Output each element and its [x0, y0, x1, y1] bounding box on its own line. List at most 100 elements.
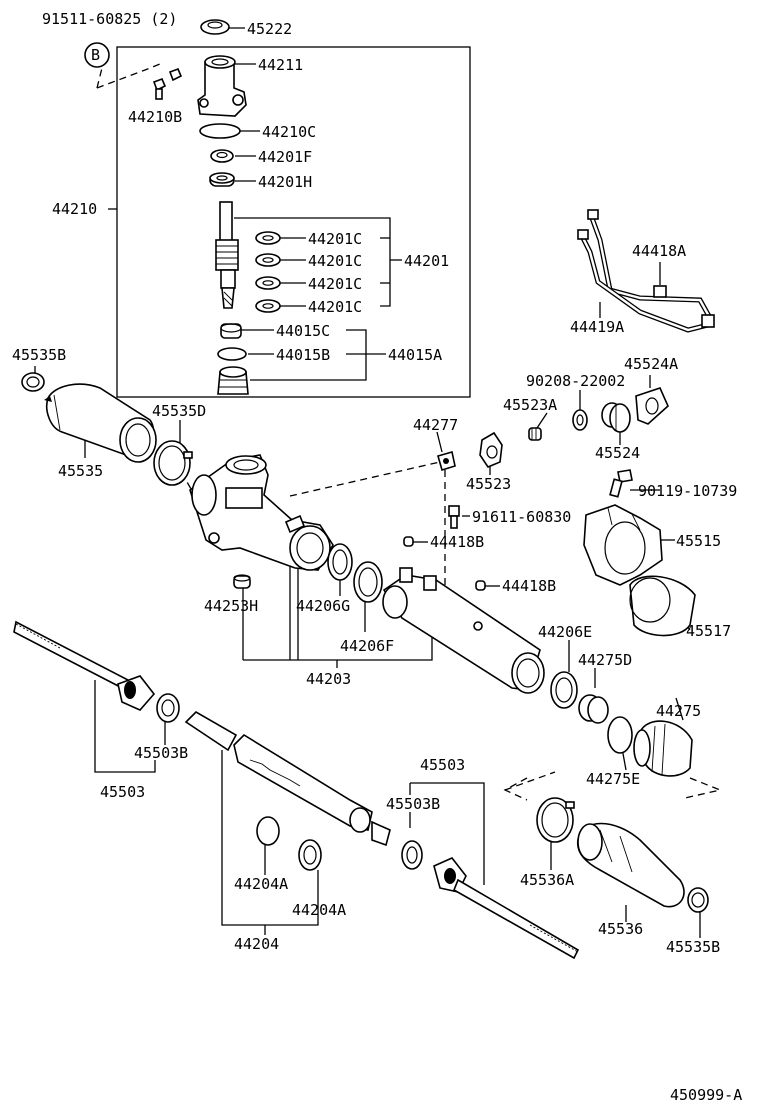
label-44204a-2: 44204A: [292, 901, 346, 919]
label-44419a: 44419A: [570, 318, 624, 336]
part-rack-housing: [189, 454, 334, 571]
part-44201h-bearing: [209, 172, 235, 187]
part-45517-mount-bushing: [629, 575, 696, 637]
part-rack-cylinder-tube: [382, 567, 545, 694]
part-44201c-seal-rings: [255, 231, 281, 313]
part-44275-end-cap: [633, 720, 693, 777]
label-44275d: 44275D: [578, 651, 632, 669]
label-44015c: 44015C: [276, 322, 330, 340]
part-44210c-o-ring: [199, 123, 241, 139]
label-44201c-1: 44201C: [308, 230, 362, 248]
label-44201h: 44201H: [258, 173, 312, 191]
part-45535-boot-left: [44, 383, 157, 463]
label-44210: 44210: [52, 200, 97, 218]
part-44206e-ring: [550, 671, 578, 709]
label-45535b-bottom: 45535B: [666, 938, 720, 956]
housing-subassembly-box: [116, 46, 471, 398]
label-45536a: 45536A: [520, 871, 574, 889]
part-45524a-bracket: [635, 387, 669, 425]
label-45503b-right: 45503B: [386, 795, 440, 813]
label-44015a: 44015A: [388, 346, 442, 364]
label-44201f: 44201F: [258, 148, 312, 166]
part-44204-rack-bar: [184, 711, 391, 847]
part-45524-grommet: [601, 402, 631, 433]
part-44418a-44419a-tubes: [577, 209, 715, 333]
label-90119: 90119-10739: [638, 482, 737, 500]
callout-b-letter: B: [91, 46, 100, 64]
label-45535: 45535: [58, 462, 103, 480]
label-44253h: 44253H: [204, 597, 258, 615]
label-45524a: 45524A: [624, 355, 678, 373]
part-45535b-clamp-left: [21, 372, 45, 392]
part-44015-seal-set: [217, 323, 249, 395]
part-45503-tie-rod-right: [433, 857, 580, 960]
part-44204a-seal-2: [298, 839, 322, 871]
label-45503-left: 45503: [100, 783, 145, 801]
part-pinion-valve-shaft: [215, 201, 239, 309]
label-44275: 44275: [656, 702, 701, 720]
part-44275e-o-ring: [607, 716, 633, 754]
part-45523a-bushing: [528, 427, 542, 441]
label-44206g: 44206G: [296, 597, 350, 615]
label-45503b-left: 45503B: [134, 744, 188, 762]
label-45535b-top: 45535B: [12, 346, 66, 364]
part-44204a-seal-1: [256, 816, 280, 846]
part-91611-bolt: [448, 505, 460, 529]
label-44206f: 44206F: [340, 637, 394, 655]
label-45536: 45536: [598, 920, 643, 938]
label-44418b-2: 44418B: [502, 577, 556, 595]
label-45222: 45222: [247, 20, 292, 38]
label-45524: 45524: [595, 444, 640, 462]
part-45503b-washer-right: [401, 840, 423, 870]
label-44206e: 44206E: [538, 623, 592, 641]
label-45517: 45517: [686, 622, 731, 640]
part-44418b-fitting-2: [475, 580, 486, 591]
label-44204: 44204: [234, 935, 279, 953]
part-45503-tie-rod-left: [13, 620, 156, 711]
part-44211-valve-housing: [197, 55, 247, 117]
part-44210b-bolts: [152, 67, 183, 100]
label-44201c-4: 44201C: [308, 298, 362, 316]
part-45503b-washer-left: [156, 693, 180, 723]
label-44210b: 44210B: [128, 108, 182, 126]
label-90208: 90208-22002: [526, 372, 625, 390]
callout-b-marker: B: [84, 42, 110, 68]
label-figure-id: 450999-A: [670, 1086, 742, 1104]
label-44201c-2: 44201C: [308, 252, 362, 270]
part-44253h-seal: [233, 574, 251, 589]
label-44211: 44211: [258, 56, 303, 74]
part-44277-plug: [437, 450, 456, 472]
part-44418b-fitting-1: [403, 536, 414, 547]
label-44015b: 44015B: [276, 346, 330, 364]
parts: [13, 19, 715, 960]
part-labels: 91511-60825 (2) 45222 44211 44210B 44210…: [12, 10, 742, 1104]
part-45535d-clamp: [153, 440, 193, 486]
label-44201c-3: 44201C: [308, 275, 362, 293]
part-90119-bolt: [609, 469, 633, 498]
label-45523a: 45523A: [503, 396, 557, 414]
label-45535d: 45535D: [152, 402, 206, 420]
part-45535b-clamp-right: [687, 887, 709, 913]
label-44201: 44201: [404, 252, 449, 270]
label-44277: 44277: [413, 416, 458, 434]
label-91611: 91611-60830: [472, 508, 571, 526]
part-44206f-ring: [353, 561, 383, 603]
label-45523: 45523: [466, 475, 511, 493]
part-45222-cap: [200, 19, 230, 35]
leader-lines: [34, 27, 723, 938]
part-45536a-clamp: [536, 797, 575, 843]
part-44206g-ring: [327, 543, 353, 581]
label-44204a-1: 44204A: [234, 875, 288, 893]
label-91511: 91511-60825 (2): [42, 10, 177, 28]
part-45523-bushing: [479, 431, 503, 468]
part-45536-boot-right: [576, 822, 685, 908]
part-90208-washer: [572, 409, 588, 431]
part-44201f-seal: [210, 149, 234, 163]
part-44275d-bushing: [578, 694, 609, 724]
label-44275e: 44275E: [586, 770, 640, 788]
label-44418a: 44418A: [632, 242, 686, 260]
label-44210c: 44210C: [262, 123, 316, 141]
label-45503-right: 45503: [420, 756, 465, 774]
label-44418b-1: 44418B: [430, 533, 484, 551]
